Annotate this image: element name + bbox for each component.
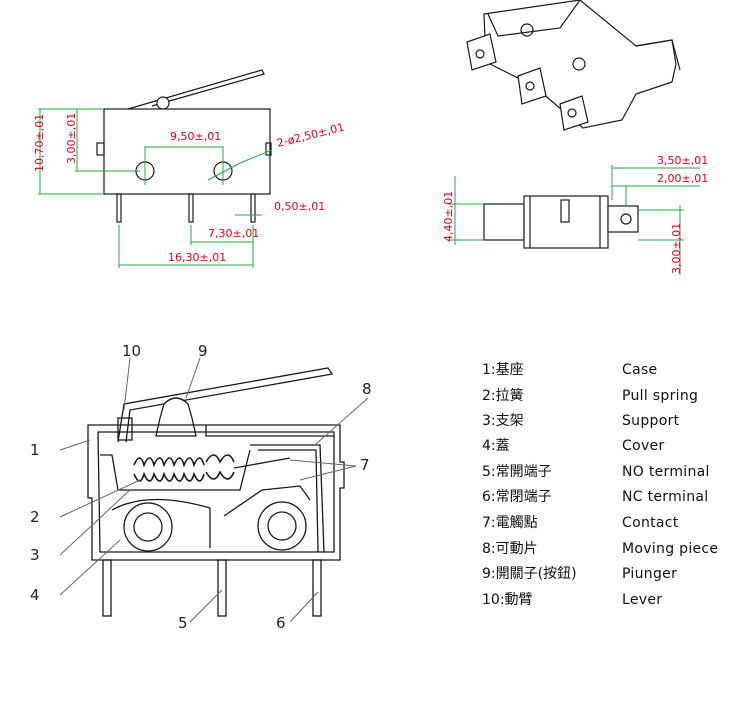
cutaway-lever xyxy=(117,367,334,443)
terminal-3 xyxy=(250,193,256,223)
cutaway-terminal-left xyxy=(102,559,112,617)
legend-en-1: Case xyxy=(622,362,657,378)
legend-zh-4: 4:蓋 xyxy=(482,438,510,454)
lever-roller xyxy=(156,96,170,110)
callout-9: 9 xyxy=(198,342,208,360)
callout-3: 3 xyxy=(30,546,40,564)
cutaway-case xyxy=(87,424,345,561)
side-view-dimensions: 4,40±,01 3,50±,01 2,00±,01 3,00±,01 xyxy=(442,154,708,274)
side-view-drawing xyxy=(483,195,639,249)
dim-terminal-span: 16,30±,01 xyxy=(168,251,226,264)
side-terminal xyxy=(607,205,639,233)
terminal-2 xyxy=(188,193,194,223)
legend-en-8: Moving piece xyxy=(622,541,718,557)
legend-en-4: Cover xyxy=(622,438,665,454)
iso-terminal-3 xyxy=(559,95,589,131)
legend-zh-1: 1:基座 xyxy=(482,361,524,378)
side-view-extension-lines xyxy=(448,165,700,275)
legend-en-3: Support xyxy=(622,413,680,429)
cutaway-view xyxy=(87,367,345,617)
switch-body xyxy=(103,108,271,195)
callout-10: 10 xyxy=(122,342,141,360)
callout-6: 6 xyxy=(276,614,286,632)
cutaway-terminal-mid xyxy=(217,559,227,617)
body-notch-left xyxy=(96,142,105,156)
dim-terminal-pitch: 7,30±,01 xyxy=(208,227,259,240)
callout-7: 7 xyxy=(360,456,370,474)
front-view-drawing xyxy=(96,69,272,223)
legend-zh-10: 10:動臂 xyxy=(482,592,533,608)
legend-zh-5: 5:常開端子 xyxy=(482,464,552,480)
isometric-view xyxy=(466,0,681,131)
cutaway-terminal-right xyxy=(312,559,322,617)
dim-c: 3,00±,01 xyxy=(670,223,683,274)
dim-b: 2,00±,01 xyxy=(657,172,708,185)
parts-legend: 1:基座 Case 2:拉簧 Pull spring 3:支架 Support … xyxy=(482,361,718,608)
dim-width: 4,40±,01 xyxy=(442,191,455,242)
iso-terminal-2 xyxy=(517,67,547,105)
legend-en-9: Piunger xyxy=(622,566,677,582)
legend-zh-6: 6:常閉端子 xyxy=(482,489,552,505)
callout-2: 2 xyxy=(30,508,40,526)
lever-outline xyxy=(127,69,265,110)
iso-terminal-1 xyxy=(466,33,497,71)
legend-zh-7: 7:電觸點 xyxy=(482,515,538,531)
legend-zh-2: 2:拉簧 xyxy=(482,388,524,404)
dim-a: 3,50±,01 xyxy=(657,154,708,167)
dim-height-total: 10,70±,01 xyxy=(33,114,46,172)
dim-height-hole: 3,00±,01 xyxy=(65,113,78,164)
legend-en-6: NC terminal xyxy=(622,489,708,505)
legend-en-7: Contact xyxy=(622,515,679,531)
dim-terminal-thk: 0,50±,01 xyxy=(274,200,325,213)
legend-zh-9: 9:開關子(按鈕) xyxy=(482,566,577,582)
side-plunger xyxy=(483,203,525,241)
legend-en-10: Lever xyxy=(622,592,662,608)
legend-en-2: Pull spring xyxy=(622,388,698,404)
dim-hole-dia: 2-ø2,50±,01 xyxy=(276,121,346,150)
body-notch-right xyxy=(265,142,272,156)
cutaway-spring xyxy=(133,457,205,468)
callout-leaders xyxy=(59,357,369,623)
legend-zh-3: 3:支架 xyxy=(482,413,524,429)
terminal-1 xyxy=(116,193,122,223)
callout-4: 4 xyxy=(30,586,40,604)
callout-1: 1 xyxy=(30,441,40,459)
callout-labels: 1 2 3 4 5 6 7 8 9 10 xyxy=(30,342,372,632)
cutaway-plunger xyxy=(155,397,197,437)
legend-en-5: NO terminal xyxy=(622,464,710,480)
callout-5: 5 xyxy=(178,614,188,632)
legend-zh-8: 8:可動片 xyxy=(482,541,538,557)
dim-hole-pitch: 9,50±,01 xyxy=(170,130,221,143)
callout-8: 8 xyxy=(362,380,372,398)
front-view-extension-lines xyxy=(38,108,273,268)
